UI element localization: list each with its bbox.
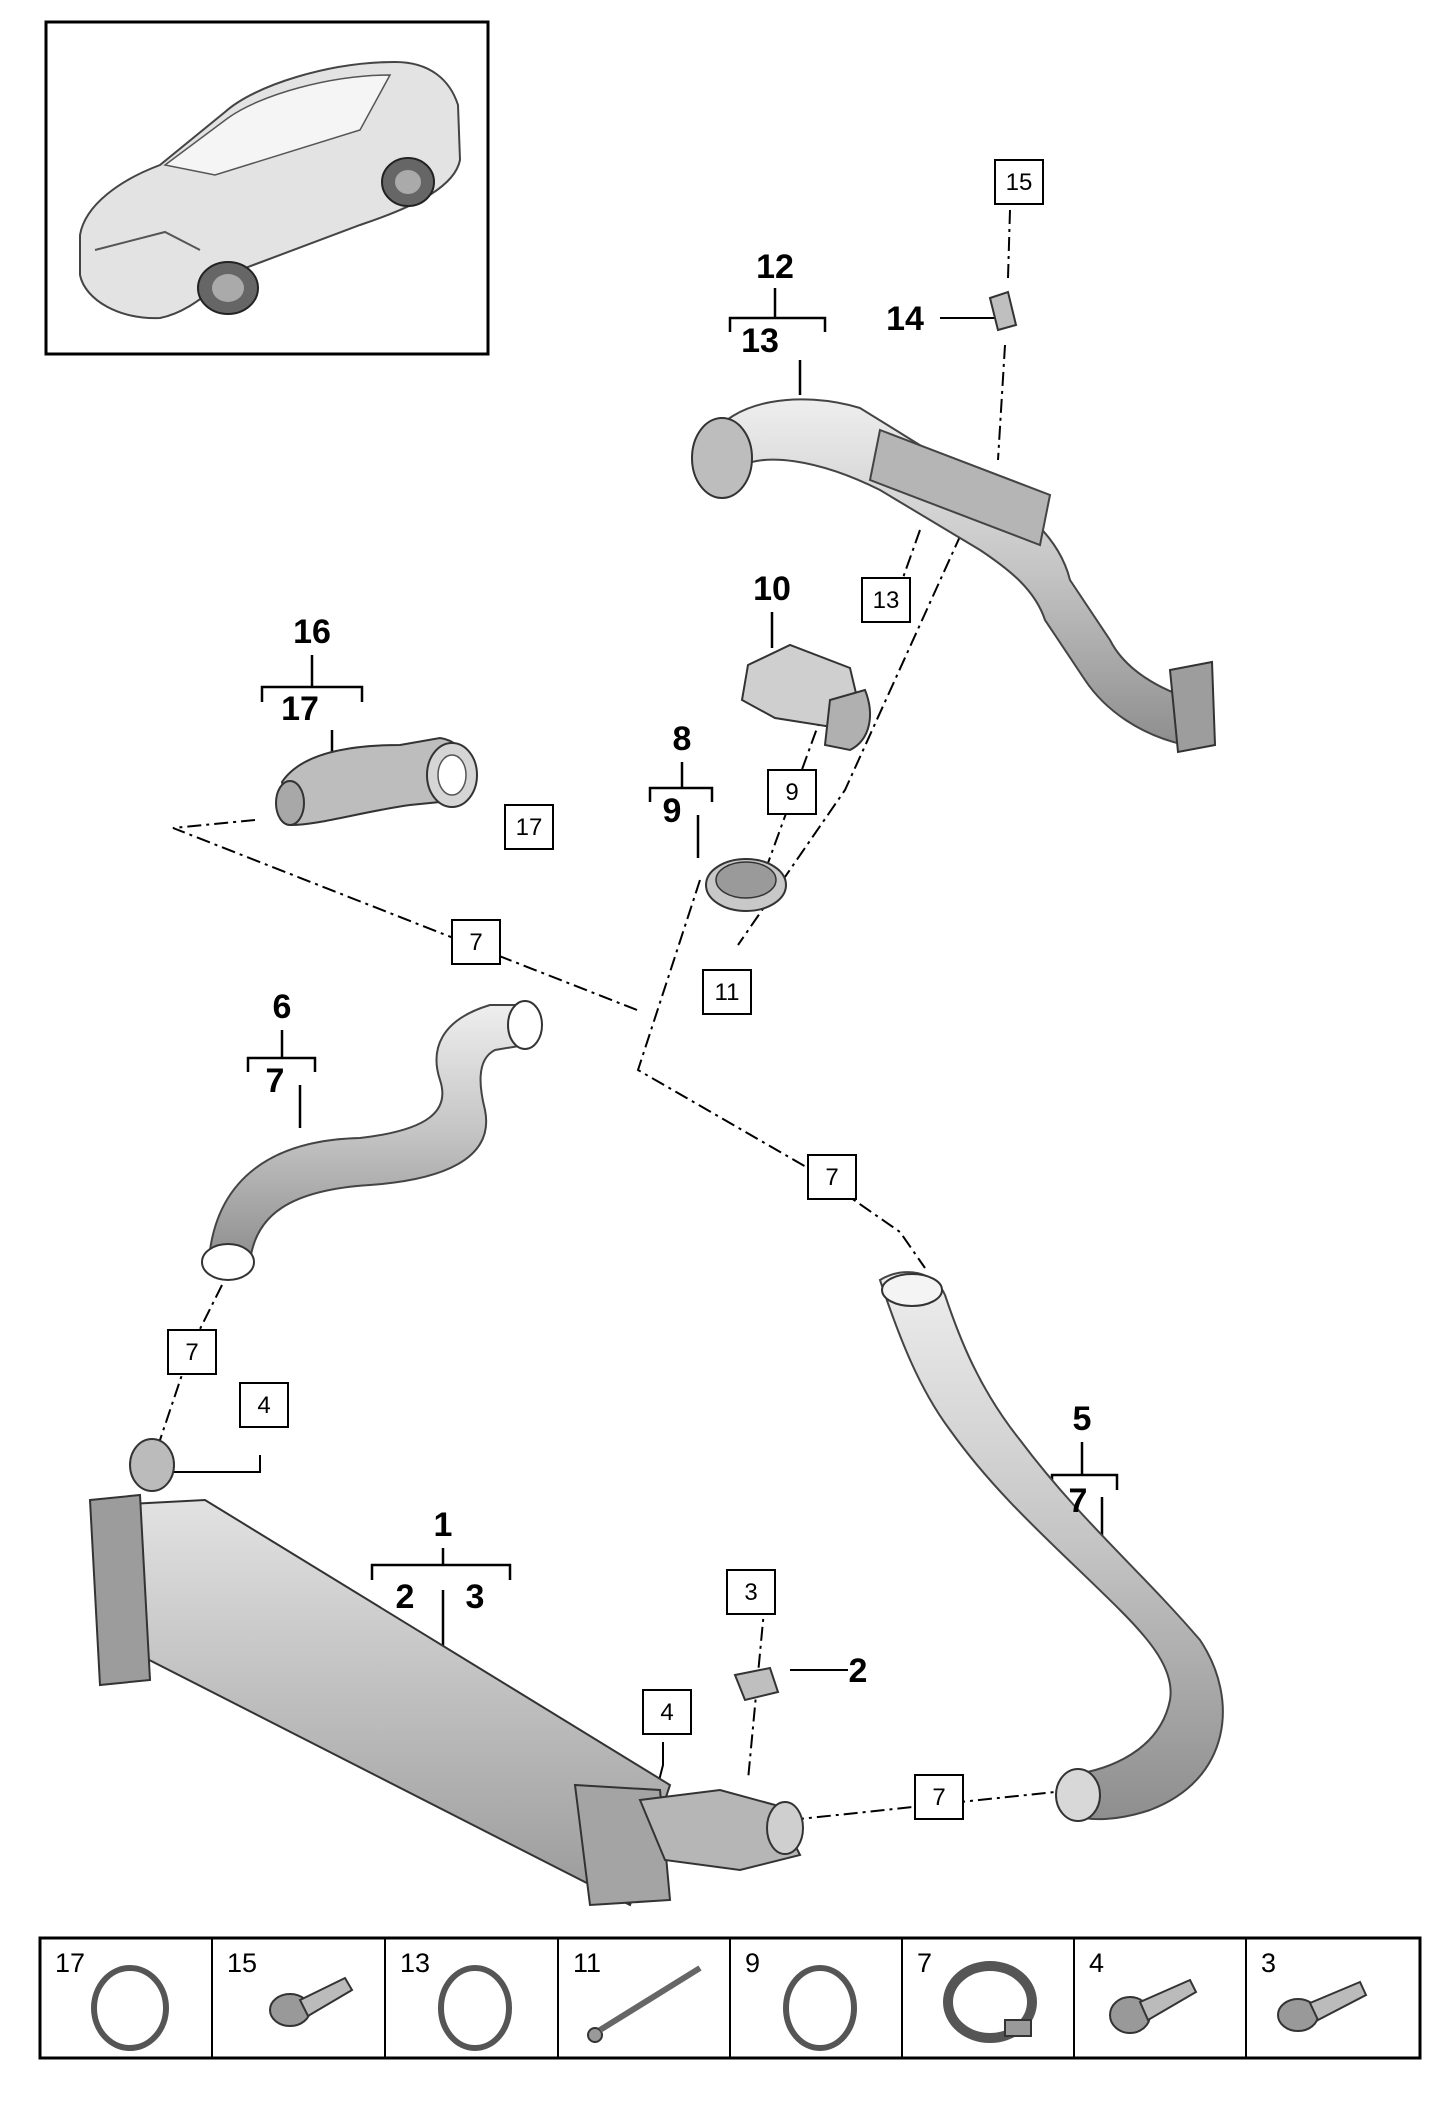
charge-air-pipe-upper: [691, 398, 1217, 754]
bracket-lines: [246, 288, 1119, 1660]
svg-text:7: 7: [469, 929, 482, 956]
callout-7-pipe6: 7: [266, 1062, 285, 1100]
legend-cell-13: 13: [400, 1948, 512, 2051]
legend-cell-17: 17: [55, 1948, 169, 2051]
box-17: 17: [504, 804, 554, 850]
callout-numbers: 12 13 14 10 16 17 8 9 6 7 1 2 3 2 5 7: [266, 248, 1092, 1690]
svg-text:9: 9: [745, 1948, 760, 1978]
svg-text:7: 7: [185, 1339, 198, 1366]
clamp-ring-icon: [783, 1965, 857, 2051]
callout-2-intercooler: 2: [396, 1578, 415, 1616]
intake-hose-16: [275, 736, 478, 827]
svg-text:7: 7: [825, 1164, 838, 1191]
box-4-left: 4: [239, 1382, 289, 1428]
svg-text:9: 9: [785, 779, 798, 806]
svg-text:4: 4: [1089, 1948, 1104, 1978]
legend-cell-11: 11: [573, 1948, 702, 2043]
box-3: 3: [726, 1569, 776, 1615]
box-9: 9: [767, 769, 817, 815]
svg-text:13: 13: [400, 1948, 430, 1978]
svg-text:7: 7: [917, 1948, 932, 1978]
box-11: 11: [702, 969, 752, 1015]
clamp-ring-8: [705, 858, 787, 912]
temp-sensor-14: [988, 290, 1018, 332]
svg-text:17: 17: [516, 814, 543, 841]
legend-cell-9: 9: [745, 1948, 857, 2051]
callout-12: 12: [756, 248, 794, 286]
svg-text:4: 4: [660, 1699, 673, 1726]
legend-cell-3: 3: [1261, 1948, 1368, 2032]
callout-17: 17: [281, 690, 319, 728]
band-clamp-icon: [943, 1961, 1037, 2043]
svg-text:3: 3: [1261, 1948, 1276, 1978]
box-13: 13: [861, 577, 911, 623]
svg-text:15: 15: [1006, 169, 1033, 196]
temp-sensor-2: [733, 1666, 780, 1702]
box-7-left: 7: [167, 1329, 217, 1375]
callout-6: 6: [273, 988, 292, 1026]
callout-2-sensor: 2: [849, 1652, 868, 1690]
svg-text:15: 15: [227, 1948, 257, 1978]
callout-9: 9: [663, 792, 682, 830]
callout-1: 1: [434, 1506, 453, 1544]
clamp-ring-icon: [438, 1965, 512, 2051]
box-4-right: 4: [642, 1689, 692, 1735]
callout-10: 10: [753, 570, 791, 608]
vehicle-thumbnail: [44, 20, 490, 356]
legend-cell-15: 15: [227, 1948, 354, 2027]
callout-8: 8: [673, 720, 692, 758]
svg-text:4: 4: [257, 1392, 270, 1419]
long-bolt-icon: [587, 1965, 702, 2043]
collar-screw-icon: [1109, 1978, 1198, 2034]
callout-7-pipe5: 7: [1069, 1482, 1088, 1520]
svg-text:11: 11: [715, 979, 740, 1006]
charge-pipe-6: [201, 1000, 543, 1281]
callout-13: 13: [741, 322, 779, 360]
box-7-bottom: 7: [914, 1774, 964, 1820]
callout-14: 14: [886, 300, 924, 338]
charge-pipe-5: [878, 1271, 1224, 1822]
legend-cell-4: 4: [1089, 1948, 1198, 2034]
box-7-top: 7: [451, 919, 501, 965]
legend-cell-7: 7: [917, 1948, 1037, 2043]
box-15: 15: [994, 159, 1044, 205]
svg-text:13: 13: [873, 587, 900, 614]
intercooler: [88, 1438, 804, 1907]
car-image: [79, 60, 462, 320]
box-7-mid: 7: [807, 1154, 857, 1200]
svg-text:11: 11: [573, 1948, 601, 1978]
boxed-refs: 15 13 9 11 17 7 7 7 7 4 4 3: [167, 159, 1044, 1820]
parts-legend: 17 15 13 11 9 7: [38, 1936, 1422, 2060]
callout-3-intercooler: 3: [466, 1578, 485, 1616]
svg-text:3: 3: [744, 1579, 757, 1606]
svg-text:7: 7: [932, 1784, 945, 1811]
svg-text:17: 17: [55, 1948, 85, 1978]
screw-icon: [1277, 1980, 1368, 2032]
screw-icon: [269, 1976, 354, 2027]
throttle-actuator: [740, 643, 871, 752]
clamp-ring-icon: [91, 1965, 169, 2051]
callout-16: 16: [293, 613, 331, 651]
callout-5: 5: [1073, 1400, 1092, 1438]
